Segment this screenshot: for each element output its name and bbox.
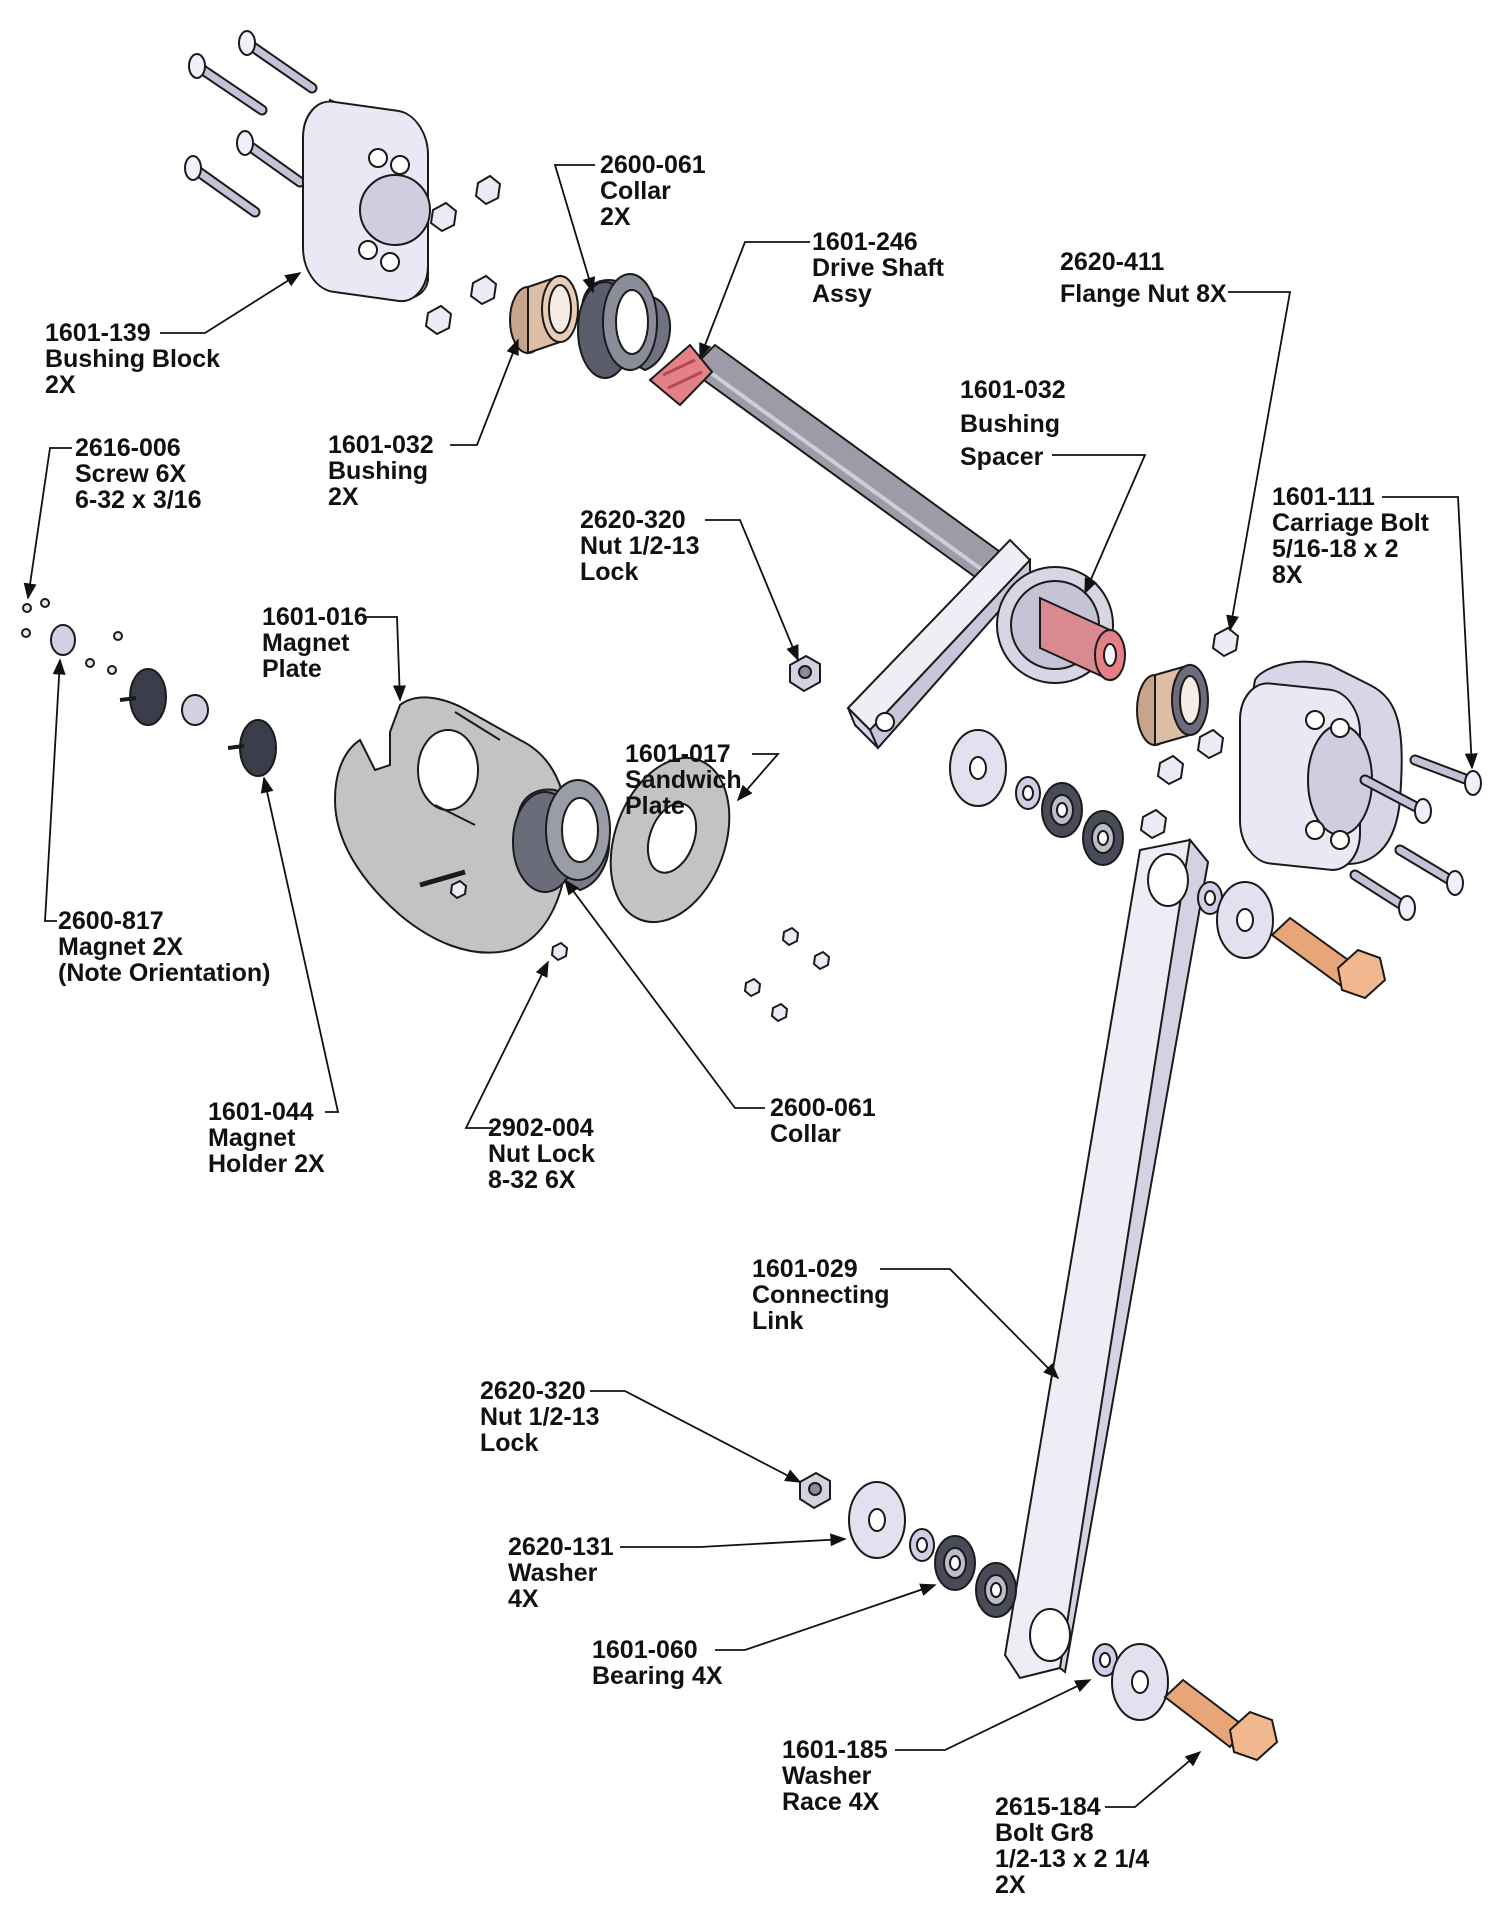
carriage-bolt-part (1394, 844, 1464, 896)
carriage-bolt-part (1409, 754, 1482, 796)
screw-group (21, 598, 123, 675)
small-nut-group (449, 879, 831, 1023)
callout-magnet-holder: 1601-044 Magnet Holder 2X (208, 1098, 325, 1178)
callout-carriage-bolt: 1601-111 Carriage Bolt 5/16-18 x 2 8X (1272, 483, 1436, 589)
spline-hub-part (1039, 596, 1126, 682)
callout-washer-race: 1601-185 Washer Race 4X (782, 1736, 895, 1816)
flange-nut-right-group (1139, 626, 1240, 840)
callout-nut-lock-top: 2620-320 Nut 1/2-13 Lock (580, 506, 706, 586)
bearing-part (1082, 810, 1124, 866)
carriage-bolt-part (1359, 774, 1432, 824)
connecting-link-part (1003, 837, 1210, 1680)
carriage-bolt-part (236, 130, 306, 188)
link-bottom-fasteners (1092, 1643, 1279, 1762)
callout-flange-nut: 2620-411 Flange Nut 8X (1060, 248, 1227, 308)
bolt-gr8-part (1163, 1678, 1279, 1762)
bushing-left-part (509, 274, 579, 355)
carriage-bolt-right-group (1349, 754, 1482, 921)
link-top-fasteners (1197, 881, 1387, 1000)
callout-drive-shaft: 1601-246 Drive Shaft Assy (812, 228, 951, 308)
callout-washer: 2620-131 Washer 4X (508, 1533, 621, 1613)
upper-bearing-stack (949, 729, 1124, 866)
callout-collar-top: 2600-061 Collar 2X (600, 151, 713, 231)
callout-bearing: 1601-060 Bearing 4X (592, 1636, 723, 1690)
carriage-bolt-part (238, 30, 318, 94)
flange-nut-left-group (424, 174, 502, 336)
callout-connecting-link: 1601-029 Connecting Link (752, 1255, 896, 1335)
callout-bushing-left: 1601-032 Bushing 2X (328, 431, 441, 511)
callout-collar-mid: 2600-061 Collar (770, 1094, 883, 1148)
lock-nut-bottom-part (799, 1471, 831, 1510)
lower-bearing-stack (848, 1481, 1017, 1618)
carriage-bolt-part (184, 155, 261, 218)
bearing-part (934, 1535, 976, 1591)
crank-arm-part (846, 538, 1032, 750)
magnet-part (50, 624, 76, 656)
sandwich-plate-part (609, 756, 731, 924)
callout-nut-lock-bottom: 2620-320 Nut 1/2-13 Lock (480, 1377, 606, 1457)
carriage-bolt-part (188, 53, 268, 116)
callout-bolt-gr8: 2615-184 Bolt Gr8 1/2-13 x 2 1/4 2X (995, 1793, 1156, 1899)
callout-magnet-plate: 1601-016 Magnet Plate (262, 603, 375, 683)
callout-magnet: 2600-817 Magnet 2X (Note Orientation) (58, 907, 271, 987)
bearing-part (975, 1562, 1017, 1618)
magnet-part (181, 694, 209, 726)
bearing-part (1041, 782, 1083, 838)
collar-top-part (577, 273, 671, 379)
carriage-bolt-part (1349, 869, 1416, 921)
magnet-holder-part (119, 668, 167, 726)
lock-nut-top-part (789, 654, 821, 693)
bushing-block-left-part (302, 98, 431, 303)
collar-mid-part (512, 779, 611, 893)
leader-lines (23, 164, 1478, 1808)
magnet-plate-part (333, 696, 569, 954)
bushing-spacer-part (1136, 663, 1209, 747)
magnet-holder-part (227, 719, 277, 777)
callout-bushing-block: 1601-139 Bushing Block 2X (45, 319, 227, 399)
callout-nut-lock-small: 2902-004 Nut Lock 8-32 6X (488, 1114, 602, 1194)
bushing-block-right-part (1238, 660, 1403, 871)
bolt-gr8-part (1270, 916, 1387, 1000)
callout-bushing-spacer: 1601-032 Bushing Spacer (960, 376, 1073, 471)
carriage-bolt-upper-left-group (184, 30, 318, 218)
callout-screw: 2616-006 Screw 6X 6-32 x 3/16 (75, 434, 202, 514)
callout-sandwich-plate: 1601-017 Sandwich Plate (625, 740, 749, 820)
